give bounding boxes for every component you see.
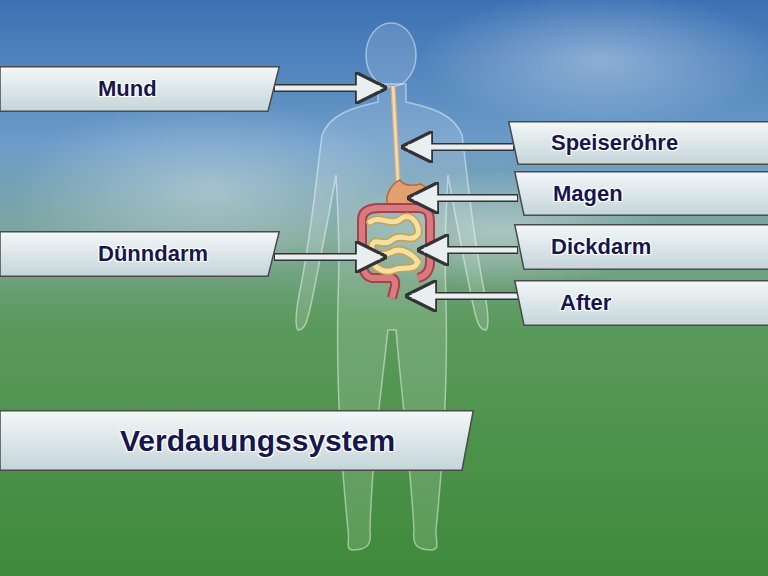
label-box-outline	[0, 411, 473, 471]
label-box-outline	[515, 225, 768, 270]
label-box-outline	[509, 122, 768, 165]
title-box: Verdauungssystem	[0, 410, 474, 471]
label-text: Dickdarm	[551, 234, 651, 260]
label-box-outline	[0, 232, 279, 277]
label-box-shape	[514, 280, 768, 326]
small-intestine	[370, 217, 418, 272]
label-text: After	[560, 290, 611, 316]
leader-arrow	[404, 147, 514, 148]
organ-label-box: Speiseröhre	[508, 121, 768, 165]
esophagus	[393, 86, 398, 182]
digestive-organs	[362, 86, 430, 298]
label-text: Magen	[553, 181, 623, 207]
leader-arrow	[410, 198, 518, 199]
label-text: Dünndarm	[98, 241, 208, 267]
organ-label-box: Mund	[0, 66, 280, 112]
organ-label-box: Dickdarm	[514, 224, 768, 270]
organ-label-box: Dünndarm	[0, 231, 280, 277]
organ-label-box: Magen	[514, 171, 768, 216]
small-intestine	[370, 217, 418, 272]
leader-arrow	[274, 257, 384, 258]
label-text: Speiseröhre	[551, 130, 678, 156]
label-text: Verdauungssystem	[120, 424, 395, 458]
leader-arrows	[274, 88, 520, 296]
leader-arrow	[420, 250, 518, 251]
leader-arrow	[408, 296, 520, 297]
label-text: Mund	[98, 76, 157, 102]
label-box-outline	[0, 67, 279, 112]
leader-arrow	[274, 88, 384, 89]
label-box-outline	[515, 281, 768, 326]
label-box-outline	[515, 172, 768, 216]
label-box-shape	[514, 171, 768, 216]
organ-label-box: After	[514, 280, 768, 326]
esophagus	[393, 86, 398, 182]
haze	[420, 0, 768, 130]
